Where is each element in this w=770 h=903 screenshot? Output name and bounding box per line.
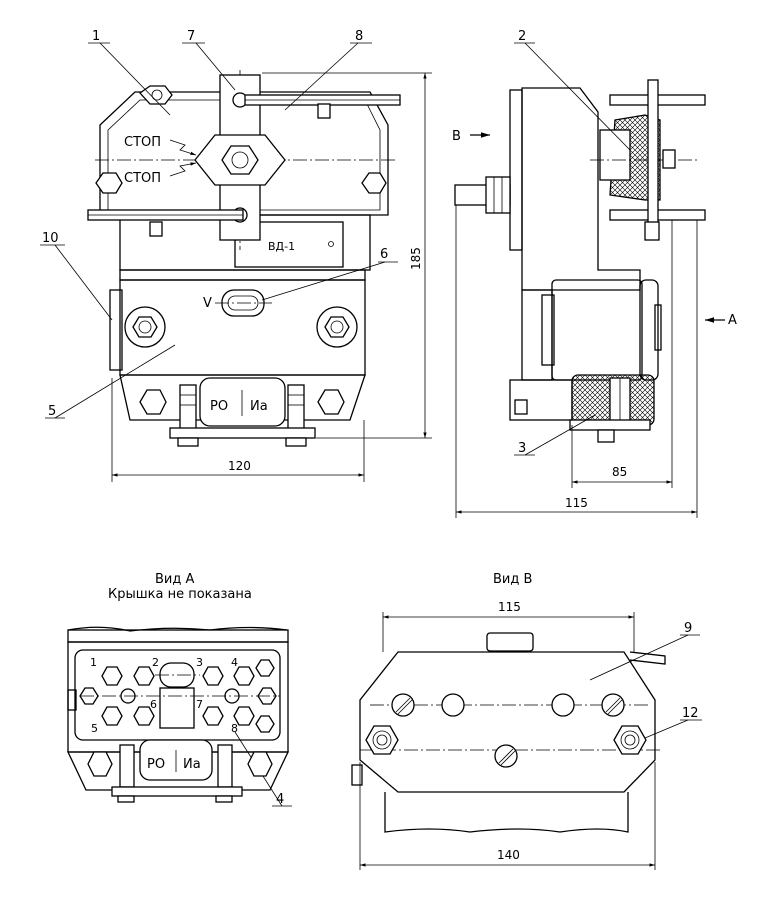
callout-7: 7 bbox=[187, 29, 195, 44]
terminal-number-5: 5 bbox=[91, 722, 98, 735]
model-plate-text: ВД-1 bbox=[268, 240, 295, 253]
view-arrow-b: В bbox=[452, 129, 461, 144]
view-a-ia-text: Иа bbox=[183, 757, 201, 772]
side-view: В А 85 115 bbox=[452, 79, 737, 518]
callout-10: 10 bbox=[42, 231, 59, 246]
terminal-number-1: 1 bbox=[90, 656, 97, 669]
terminal-row-bottom bbox=[79, 687, 280, 733]
dim-front-height: 185 bbox=[409, 247, 423, 270]
callout-3: 3 bbox=[518, 441, 526, 456]
arrow-v-text: V bbox=[203, 296, 212, 311]
dim-side-depth: 85 bbox=[612, 465, 627, 479]
terminal-ro-text: РО bbox=[210, 399, 228, 414]
view-a-title: Вид А bbox=[155, 572, 194, 587]
callout-1: 1 bbox=[92, 29, 100, 44]
terminal-number-7: 7 bbox=[196, 698, 203, 711]
terminal-row-top bbox=[101, 659, 275, 688]
view-a: Вид А Крышка не показана bbox=[66, 572, 290, 803]
view-b-title: Вид В bbox=[493, 572, 532, 587]
dim-front-width: 120 bbox=[228, 459, 251, 473]
dim-view-b-top: 115 bbox=[498, 600, 521, 614]
callout-5: 5 bbox=[48, 404, 56, 419]
callout-6: 6 bbox=[380, 247, 388, 262]
view-a-note: Крышка не показана bbox=[108, 587, 252, 602]
terminal-ia-text: Иа bbox=[250, 399, 268, 414]
view-b: Вид В 115 140 bbox=[351, 572, 666, 870]
view-arrow-a: А bbox=[728, 313, 737, 328]
callout-2: 2 bbox=[518, 29, 526, 44]
callout-4: 4 bbox=[276, 792, 284, 807]
callout-9: 9 bbox=[684, 621, 692, 636]
terminal-number-6: 6 bbox=[150, 698, 157, 711]
callout-8: 8 bbox=[355, 29, 363, 44]
view-a-ro-text: РО bbox=[147, 757, 165, 772]
terminal-number-2: 2 bbox=[152, 656, 159, 669]
callouts: 1 7 8 2 10 6 5 3 4 9 12 bbox=[40, 29, 702, 807]
dim-side-total: 115 bbox=[565, 496, 588, 510]
terminal-number-4: 4 bbox=[231, 656, 238, 669]
terminal-number-8: 8 bbox=[231, 722, 238, 735]
dim-view-b-bottom: 140 bbox=[497, 848, 520, 862]
stop-label-top: СТОП bbox=[124, 135, 161, 150]
callout-12: 12 bbox=[682, 706, 699, 721]
terminal-number-3: 3 bbox=[196, 656, 203, 669]
front-view: ВД-1 V РО Иа bbox=[87, 70, 432, 482]
stop-label-bottom: СТОП bbox=[124, 171, 161, 186]
